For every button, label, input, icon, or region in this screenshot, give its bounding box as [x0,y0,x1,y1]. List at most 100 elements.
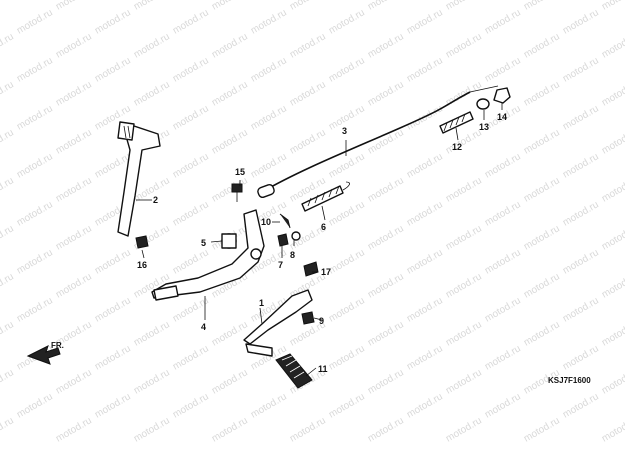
callout-6: 6 [321,222,326,232]
watermark-text: motod.ru [0,223,16,252]
watermark-text: motod.ru [15,55,55,84]
watermark-text: motod.ru [366,415,406,444]
watermark-text: motod.ru [405,55,445,84]
callout-1: 1 [259,298,264,308]
watermark-text: motod.ru [327,151,367,180]
watermark-text: motod.ru [561,151,601,180]
diagram-code: KSJ7F1600 [548,376,591,385]
watermark-text: motod.ru [210,367,250,396]
watermark-text: motod.ru [0,79,16,108]
watermark-text: motod.ru [54,79,94,108]
watermark-text: motod.ru [93,343,133,372]
watermark-text: motod.ru [249,7,289,36]
watermark-text: motod.ru [15,199,55,228]
watermark-text: motod.ru [54,415,94,444]
part-12-spring [439,111,474,134]
watermark-text: motod.ru [288,79,328,108]
watermark-text: motod.ru [444,127,484,156]
watermark-text: motod.ru [54,367,94,396]
watermark-text: motod.ru [522,223,562,252]
watermark-text: motod.ru [171,7,211,36]
watermark-text: motod.ru [483,7,523,36]
watermark-text: motod.ru [15,103,55,132]
watermark-text: motod.ru [600,31,625,60]
watermark-text: motod.ru [171,343,211,372]
watermark-text: motod.ru [522,79,562,108]
watermark-text: motod.ru [522,415,562,444]
watermark-text: motod.ru [366,0,406,13]
watermark-text: motod.ru [483,295,523,324]
watermark-text: motod.ru [561,343,601,372]
watermark-text: motod.ru [366,79,406,108]
watermark-text: motod.ru [93,55,133,84]
watermark-text: motod.ru [54,127,94,156]
watermark-text: motod.ru [132,0,172,13]
watermark-text: motod.ru [54,0,94,13]
callout-7: 7 [278,260,283,270]
watermark-text: motod.ru [15,295,55,324]
watermark-text: motod.ru [483,391,523,420]
watermark-text: motod.ru [210,319,250,348]
callout-16: 16 [137,260,147,270]
watermark-text: motod.ru [444,415,484,444]
watermark-text: motod.ru [522,271,562,300]
watermark-text: motod.ru [483,55,523,84]
watermark-text: motod.ru [288,0,328,13]
watermark-text: motod.ru [600,367,625,396]
watermark-text: motod.ru [327,55,367,84]
watermark-text: motod.ru [15,7,55,36]
watermark-text: motod.ru [171,199,211,228]
watermark-text: motod.ru [171,391,211,420]
watermark-text: motod.ru [132,79,172,108]
watermark-text: motod.ru [54,31,94,60]
watermark-text: motod.ru [210,175,250,204]
watermark-text: motod.ru [561,199,601,228]
watermark-text: motod.ru [483,247,523,276]
callout-13: 13 [479,122,489,132]
watermark-text: motod.ru [0,31,16,60]
watermark-text: motod.ru [327,247,367,276]
watermark-text: motod.ru [93,295,133,324]
watermark-text: motod.ru [0,127,16,156]
watermark-text: motod.ru [444,319,484,348]
part-5-collar [221,233,237,249]
part-2-kick-arm [117,121,161,237]
watermark-text: motod.ru [405,391,445,420]
callout-17: 17 [321,267,331,277]
watermark-text: motod.ru [210,31,250,60]
callout-5: 5 [201,238,206,248]
watermark-text: motod.ru [249,55,289,84]
watermark-text: motod.ru [15,247,55,276]
watermark-text: motod.ru [405,103,445,132]
watermark-text: motod.ru [522,127,562,156]
watermark-text: motod.ru [171,103,211,132]
watermark-text: motod.ru [327,7,367,36]
watermark-text: motod.ru [0,175,16,204]
watermark-text: motod.ru [600,127,625,156]
part-14-cap [493,87,511,104]
watermark-text: motod.ru [171,151,211,180]
callout-labels: 3 2 15 5 4 10 7 8 17 9 11 1 12 13 14 16 … [137,112,507,374]
part-16-bolt [135,235,149,249]
watermark-text: motod.ru [366,271,406,300]
watermark-text: motod.ru [0,319,16,348]
watermark-text: motod.ru [600,0,625,13]
watermark-text: motod.ru [366,367,406,396]
watermark-text: motod.ru [327,199,367,228]
part-11-rubber [275,353,313,389]
watermark-text: motod.ru [54,271,94,300]
watermark-text: motod.ru [327,391,367,420]
watermark-text: motod.ru [405,7,445,36]
watermark-text: motod.ru [132,31,172,60]
part-4-pedal [151,209,265,301]
watermark-text: motod.ru [249,391,289,420]
watermark-text: motod.ru [249,103,289,132]
part-13-nut [476,98,490,110]
watermark-text: motod.ru [522,175,562,204]
front-direction-arrow: FR. [26,341,64,365]
watermark-text: motod.ru [210,415,250,444]
watermark-text: motod.ru [600,271,625,300]
part-15-bolt [231,183,243,202]
watermark-text: motod.ru [171,55,211,84]
